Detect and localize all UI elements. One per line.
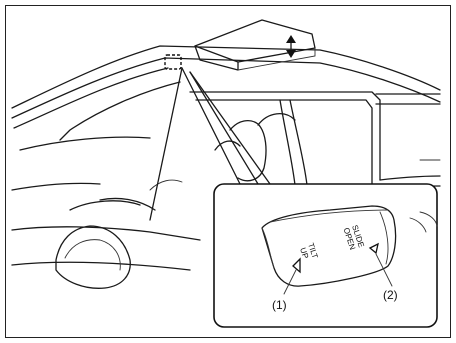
switch-detail-inset	[214, 184, 437, 327]
switch-location-marker	[165, 55, 181, 69]
car-roof	[12, 46, 440, 128]
tilt-arrow-icon	[286, 35, 296, 58]
callout-slide-open: (2)	[383, 288, 398, 302]
callout-tilt-up: (1)	[272, 298, 287, 312]
